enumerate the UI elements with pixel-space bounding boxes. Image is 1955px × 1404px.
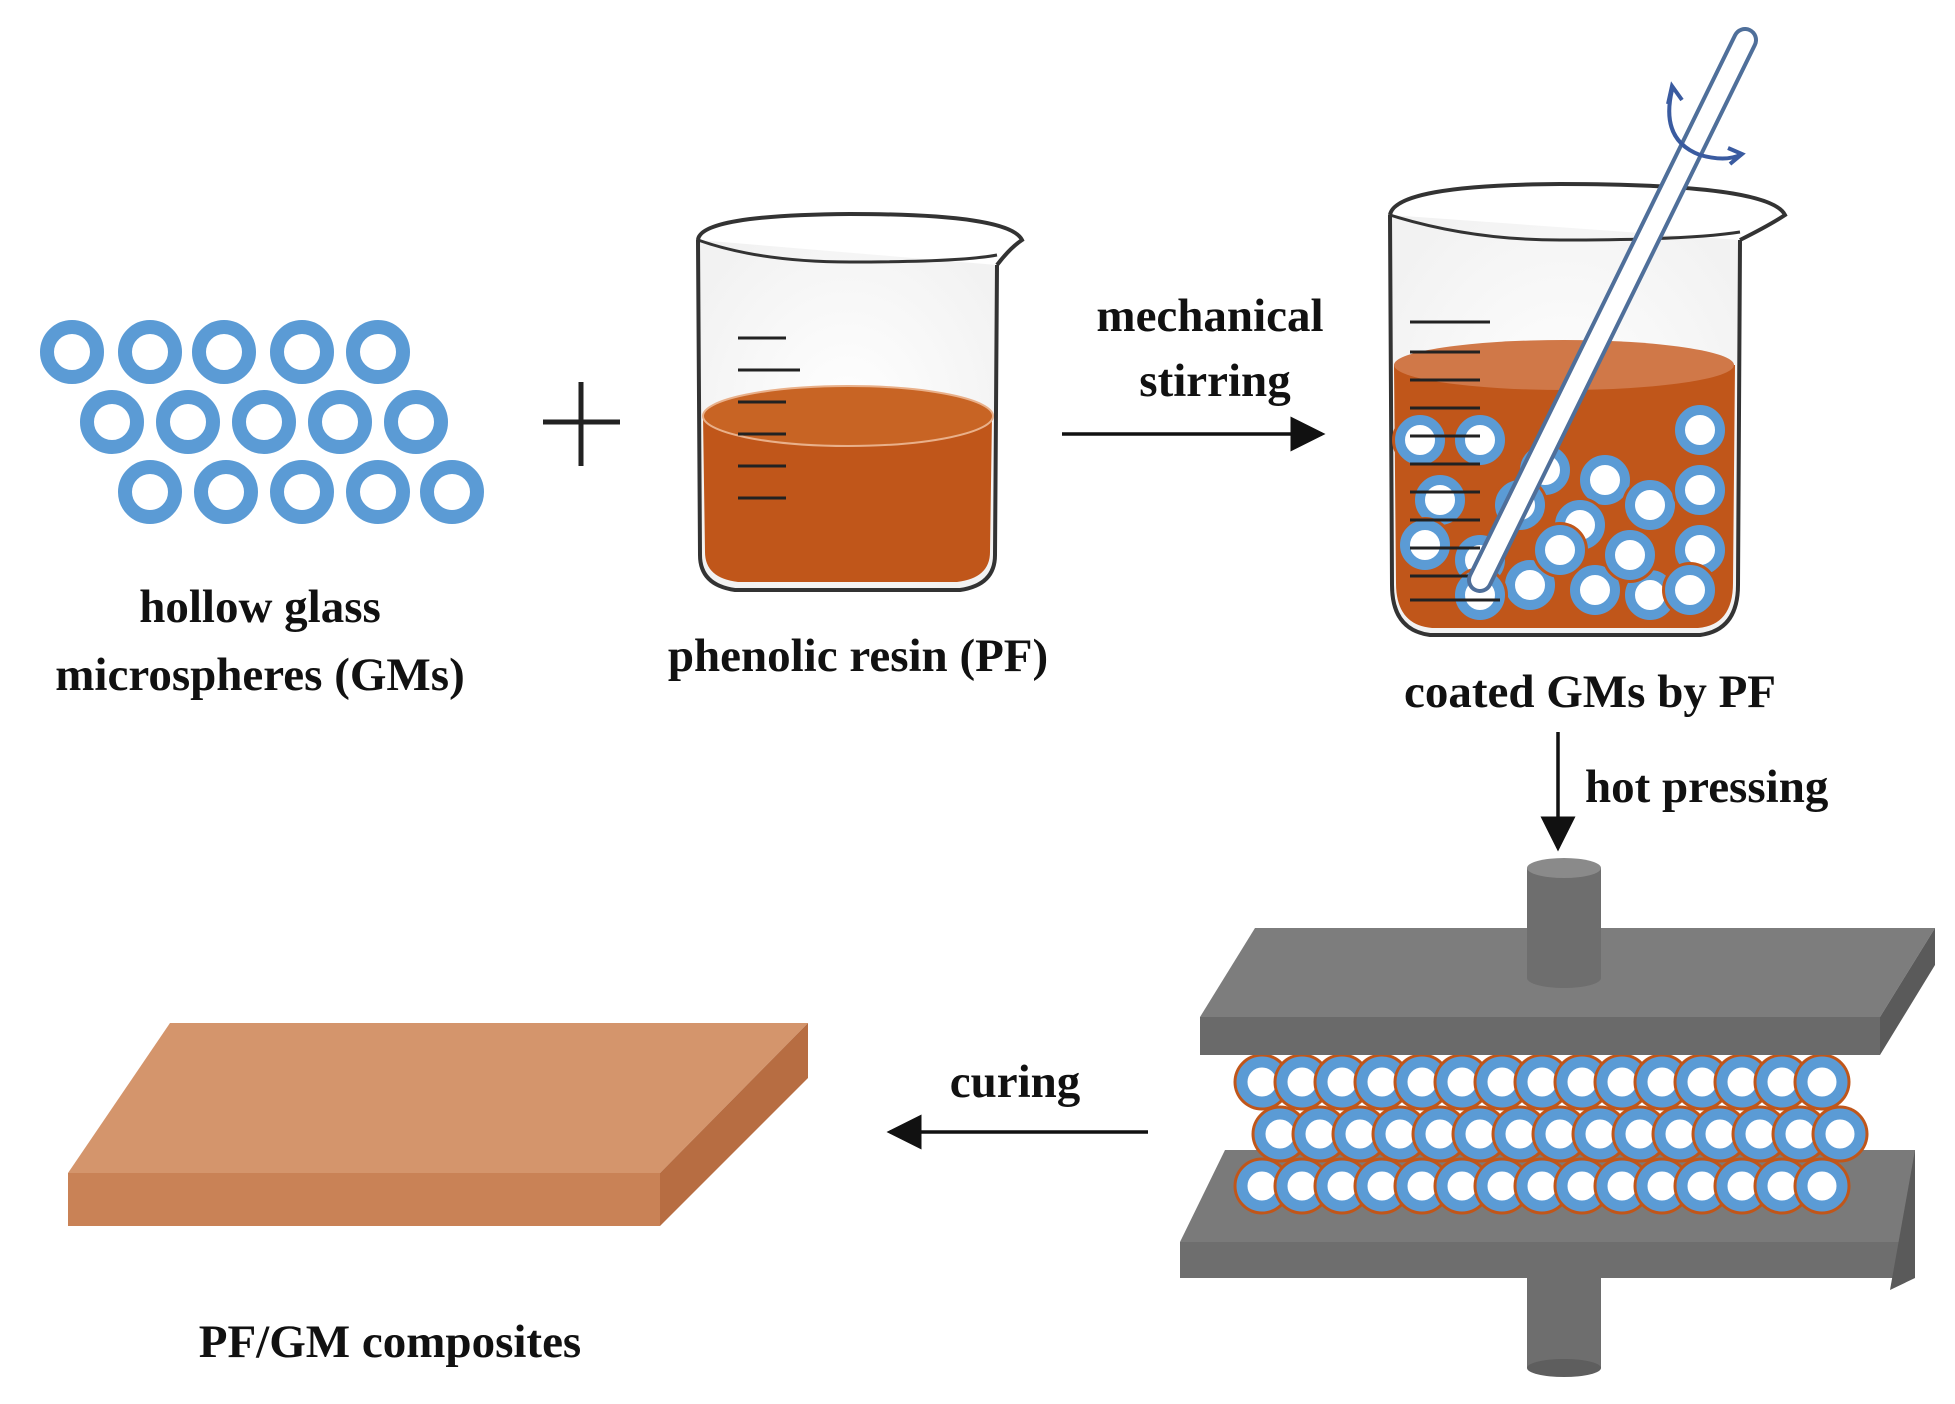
microsphere-icon [1814, 1108, 1866, 1160]
microsphere-icon [1675, 465, 1725, 515]
microsphere-icon [194, 460, 258, 524]
microsphere-icon [118, 320, 182, 384]
microsphere-icon [346, 320, 410, 384]
microsphere-icon [1455, 415, 1505, 465]
stirring-label-line2: stirring [1139, 355, 1291, 407]
microsphere-icon [270, 320, 334, 384]
composite-slab-icon [68, 1023, 808, 1226]
rotation-arrow-icon [1666, 81, 1746, 166]
microsphere-icon [1625, 480, 1675, 530]
beaker-icon [1388, 181, 1788, 637]
microsphere-icon [192, 320, 256, 384]
microsphere-cluster [40, 320, 484, 524]
microsphere-icon [1415, 475, 1465, 525]
microsphere-icon [156, 390, 220, 454]
microsphere-icon [346, 460, 410, 524]
microsphere-icon [1570, 565, 1620, 615]
microsphere-icon [1675, 405, 1725, 455]
microsphere-icon [1796, 1056, 1848, 1108]
coated-label: coated GMs by PF [1403, 666, 1777, 718]
microsphere-icon [1395, 415, 1445, 465]
curing-label: curing [949, 1056, 1081, 1108]
beaker-icon [696, 211, 1025, 592]
plus-icon [543, 382, 620, 466]
hot-press-icon [1180, 858, 1935, 1377]
microsphere-icon [420, 460, 484, 524]
microsphere-icon [1665, 565, 1715, 615]
microsphere-icon [270, 460, 334, 524]
gm-label-line1: hollow glass [139, 581, 381, 633]
pressed-microspheres [1233, 1053, 1869, 1215]
microsphere-icon [1580, 455, 1630, 505]
microsphere-icon [80, 390, 144, 454]
microsphere-icon [384, 390, 448, 454]
microsphere-icon [1535, 525, 1585, 575]
microsphere-icon [1796, 1160, 1848, 1212]
composites-label: PF/GM composites [198, 1316, 582, 1368]
microsphere-icon [1400, 520, 1450, 570]
microsphere-icon [40, 320, 104, 384]
microsphere-icon [232, 390, 296, 454]
stirring-rod-icon [1467, 27, 1758, 593]
stirring-label-line1: mechanical [1096, 290, 1324, 342]
microsphere-icon [1505, 560, 1555, 610]
microsphere-icon [308, 390, 372, 454]
pf-label: phenolic resin (PF) [667, 630, 1049, 682]
hot-pressing-label: hot pressing [1585, 761, 1829, 813]
gm-label-line2: microspheres (GMs) [55, 649, 465, 701]
microsphere-icon [1605, 530, 1655, 580]
microsphere-icon [118, 460, 182, 524]
